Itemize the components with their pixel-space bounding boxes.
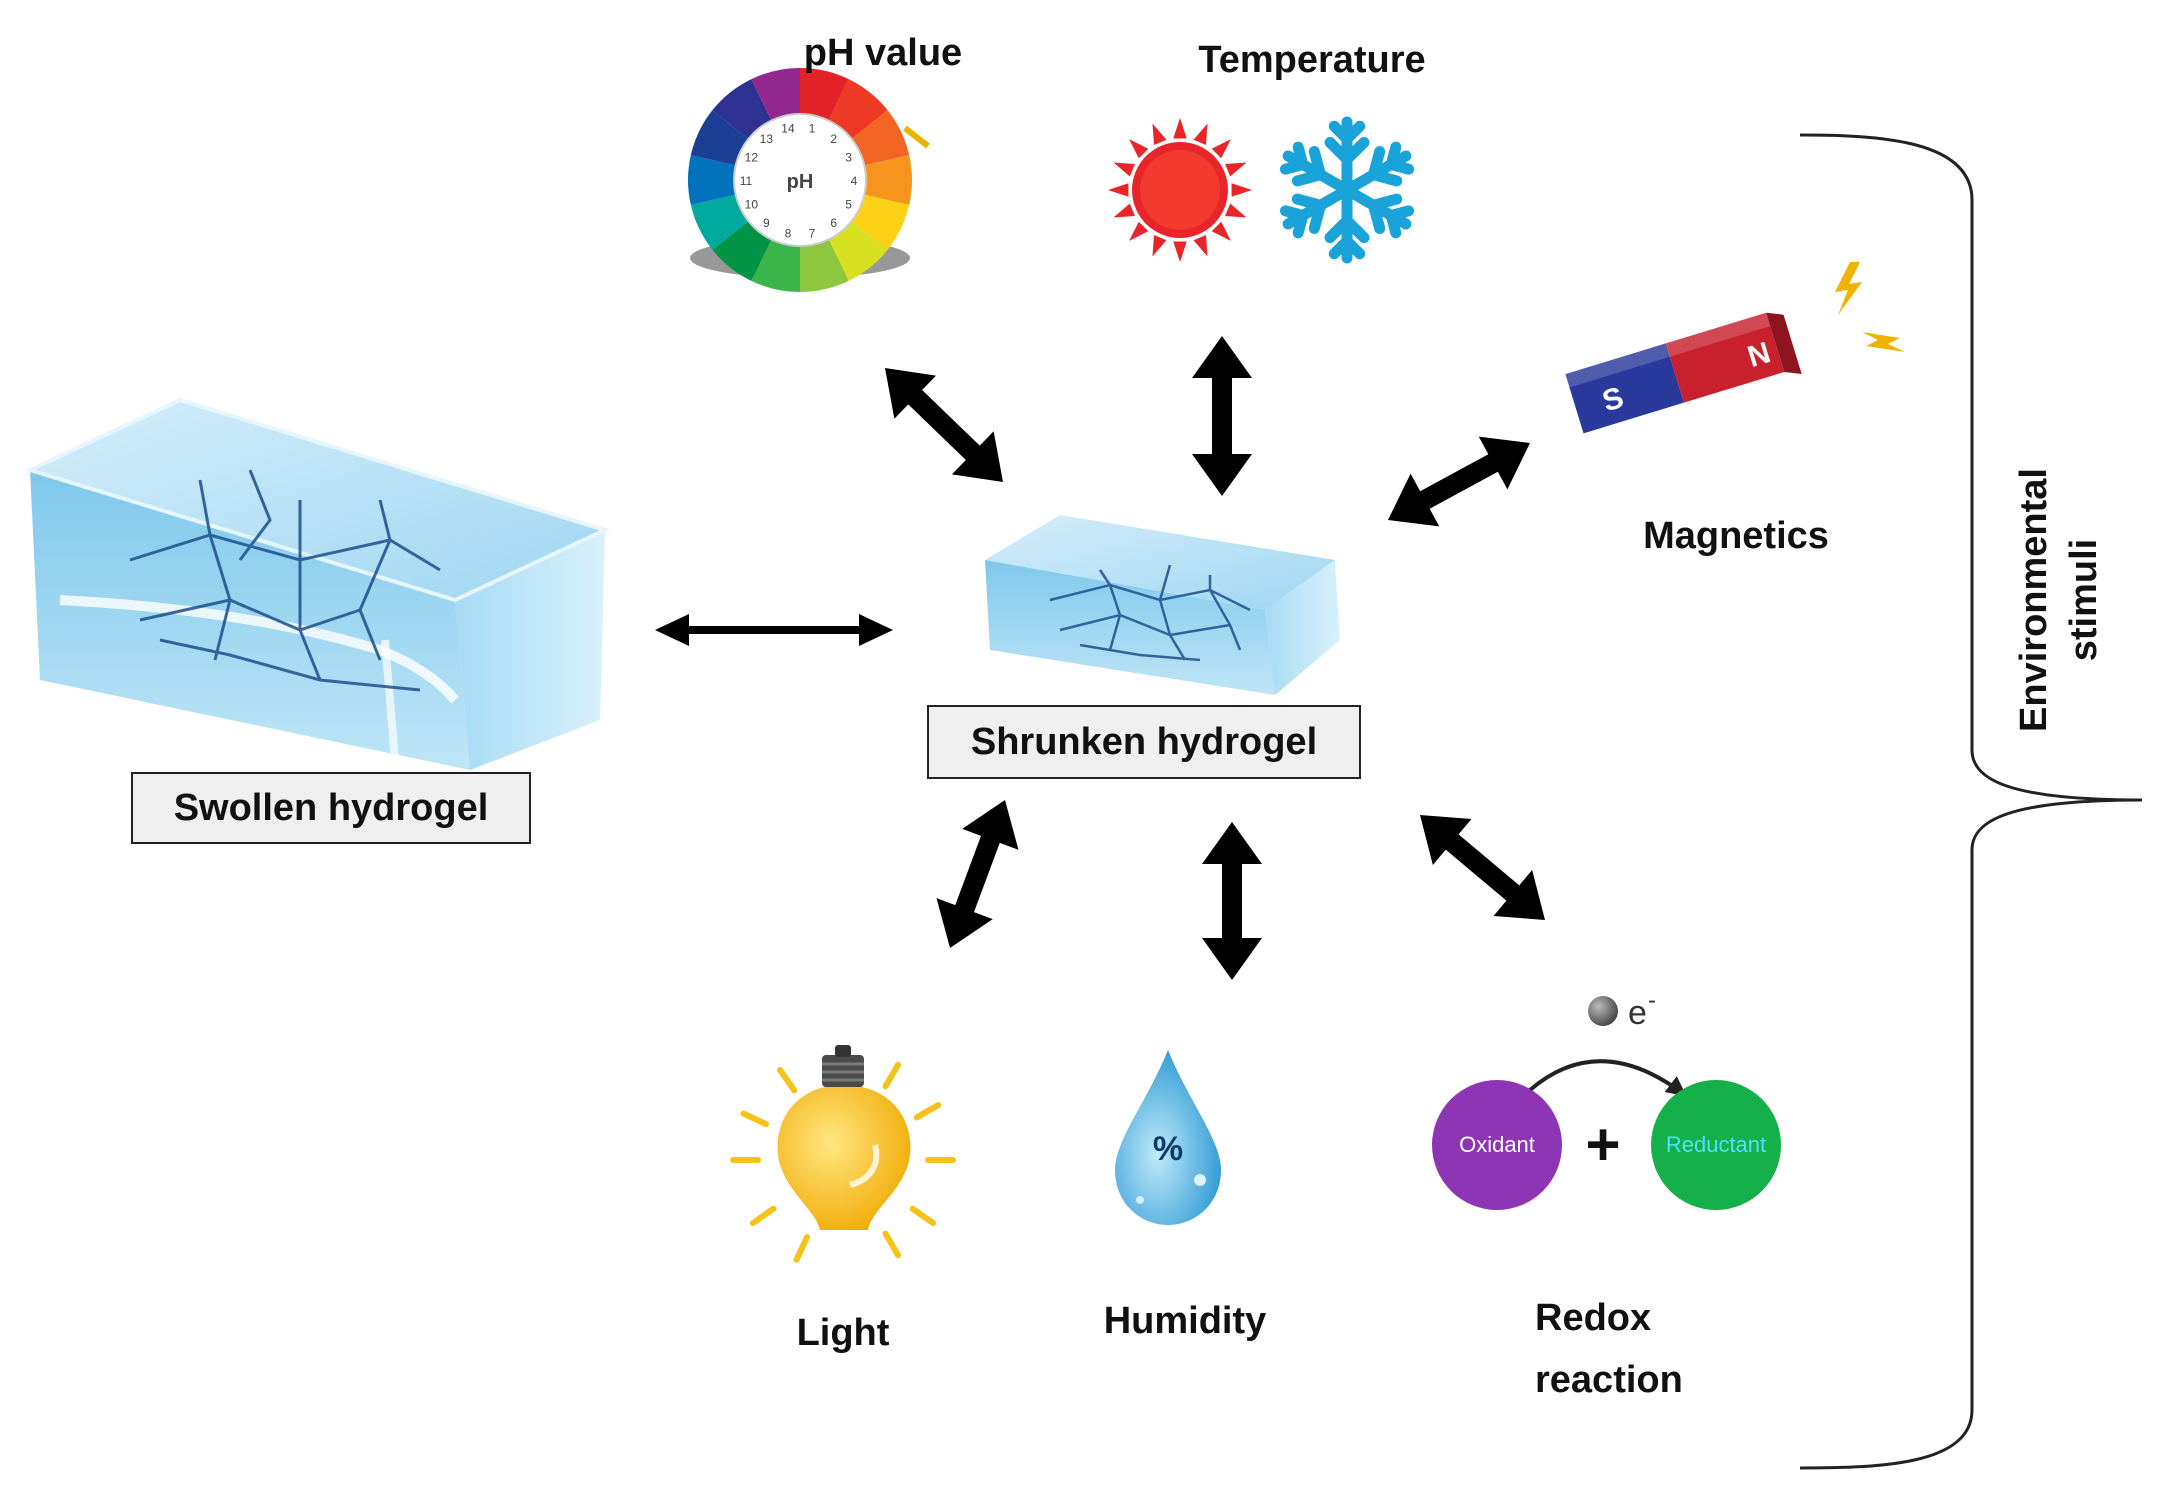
arrow-swollen bbox=[655, 614, 893, 646]
ph-value-label: pH value bbox=[804, 32, 962, 74]
sun-ray bbox=[1129, 221, 1149, 241]
redox-label-line2: reaction bbox=[1535, 1359, 1683, 1401]
sun-ray bbox=[1113, 162, 1135, 177]
electron-charge: - bbox=[1648, 987, 1656, 1014]
arrow-light bbox=[936, 800, 1019, 948]
sun-ray bbox=[1211, 221, 1231, 241]
redox-label-line1: Redox bbox=[1535, 1297, 1651, 1339]
ph-scale-number: 13 bbox=[760, 132, 774, 146]
reductant-label: Reductant bbox=[1666, 1132, 1766, 1157]
sun-icon bbox=[1108, 118, 1252, 262]
light-ray bbox=[740, 1110, 769, 1128]
oxidant-label: Oxidant bbox=[1459, 1132, 1535, 1157]
curly-brace bbox=[1799, 133, 2143, 1470]
light-ray bbox=[882, 1230, 901, 1259]
sun-ray bbox=[1152, 123, 1167, 145]
magnetics-label: Magnetics bbox=[1643, 515, 1829, 557]
arrow-humidity bbox=[1202, 822, 1262, 980]
sun-ray bbox=[1231, 183, 1252, 197]
electron-icon bbox=[1588, 996, 1618, 1026]
humidity-drop-icon: % bbox=[1115, 1050, 1221, 1225]
oxidant-circle bbox=[1432, 1080, 1562, 1210]
ph-scale-number: 4 bbox=[851, 174, 858, 188]
swollen-hydrogel-block bbox=[24, 397, 611, 770]
ph-scale-number: 9 bbox=[763, 216, 770, 230]
sun-ray bbox=[1211, 139, 1231, 159]
shrunken-hydrogel-label-box bbox=[927, 705, 1361, 779]
sun-ray bbox=[1173, 118, 1187, 139]
swollen-hydrogel-label: Swollen hydrogel bbox=[174, 787, 489, 829]
light-label: Light bbox=[797, 1312, 890, 1354]
sun-ray bbox=[1113, 203, 1135, 218]
ph-scale-number: 6 bbox=[830, 216, 837, 230]
ph-scale-number: 12 bbox=[745, 151, 759, 165]
ph-scale-number: 14 bbox=[781, 121, 795, 135]
ph-scale-number: 2 bbox=[830, 132, 837, 146]
shrunken-hydrogel-block bbox=[985, 515, 1340, 695]
ph-scale-number: 11 bbox=[740, 174, 753, 188]
sun-ray bbox=[1173, 241, 1187, 262]
sun-ray bbox=[1193, 123, 1208, 145]
ph-scale-number: 5 bbox=[845, 197, 852, 211]
redox-reaction-icon: e - Oxidant Reductant + bbox=[1432, 987, 1781, 1210]
light-bulb-icon bbox=[730, 1045, 956, 1263]
env-label-line1: Environmental bbox=[2013, 468, 2055, 732]
electron-label: e bbox=[1628, 994, 1647, 1032]
ph-scale-number: 3 bbox=[845, 151, 852, 165]
spark-icon bbox=[1835, 262, 1905, 352]
shrunken-hydrogel-label: Shrunken hydrogel bbox=[971, 721, 1317, 763]
temperature-label: Temperature bbox=[1198, 39, 1425, 81]
sun-ray bbox=[1225, 162, 1247, 177]
humidity-percent-symbol: % bbox=[1153, 1130, 1183, 1168]
arrow-temperature bbox=[1192, 336, 1252, 496]
reductant-circle bbox=[1651, 1080, 1781, 1210]
snowflake-icon bbox=[1279, 116, 1415, 264]
light-ray bbox=[909, 1205, 937, 1227]
light-ray bbox=[776, 1066, 798, 1094]
ph-scale-number: 7 bbox=[809, 227, 816, 241]
sun-ray bbox=[1152, 235, 1167, 257]
sun-ray bbox=[1129, 139, 1149, 159]
magnet-icon: S N bbox=[1565, 312, 1802, 434]
light-ray bbox=[882, 1061, 901, 1090]
arrow-redox bbox=[1420, 815, 1545, 920]
swollen-hydrogel-label-box bbox=[131, 772, 531, 844]
ph-center-label: pH bbox=[787, 171, 814, 193]
sun-ray bbox=[1225, 203, 1247, 218]
arrow-magnetics bbox=[1388, 436, 1530, 527]
env-label-line2: stimuli bbox=[2063, 539, 2105, 661]
light-ray bbox=[749, 1205, 777, 1227]
environmental-stimuli-label: Environmental stimuli bbox=[2013, 468, 2105, 732]
ph-scale-number: 1 bbox=[809, 121, 816, 135]
sun-ray bbox=[1193, 235, 1208, 257]
humidity-label: Humidity bbox=[1104, 1300, 1267, 1342]
arrow-ph bbox=[885, 368, 1003, 482]
sun-ray bbox=[1108, 183, 1129, 197]
ph-scale-number: 10 bbox=[745, 197, 759, 211]
plus-sign: + bbox=[1585, 1111, 1620, 1178]
ph-scale-number: 8 bbox=[785, 227, 792, 241]
interaction-arrows bbox=[655, 336, 1545, 980]
light-ray bbox=[913, 1102, 942, 1121]
light-ray bbox=[793, 1234, 811, 1263]
